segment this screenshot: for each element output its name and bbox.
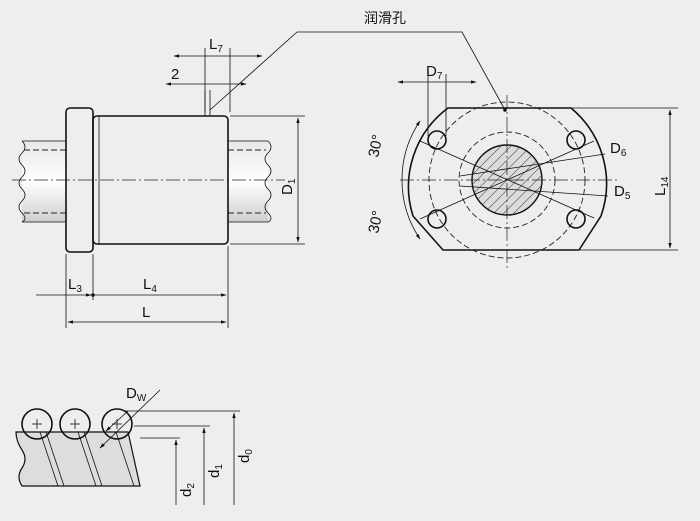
ball-3 <box>101 408 133 440</box>
label-l: L <box>142 304 150 321</box>
ball-1 <box>21 408 53 440</box>
label-d1-small: d1 <box>206 464 225 478</box>
front-flange-outline <box>407 107 608 251</box>
label-two: 2 <box>171 66 179 83</box>
bolt-hole-bottom-left <box>427 209 447 229</box>
label-d7: D7 <box>426 63 443 82</box>
label-l4: L4 <box>143 276 157 295</box>
front-view: D7 30° 30° D6 D5 L14 <box>365 63 678 268</box>
label-d2: d2 <box>178 483 197 497</box>
bolt-hole-top-left <box>427 130 447 150</box>
ball-detail: DW d2 d1 d0 <box>15 385 255 505</box>
label-lube-hole: 润滑孔 <box>364 10 406 27</box>
lube-hole-callout: 润滑孔 <box>209 10 507 112</box>
label-l7: L7 <box>209 36 223 55</box>
screw-shaft-right <box>228 140 272 223</box>
label-d5: D5 <box>614 183 631 202</box>
label-d6: D6 <box>610 140 627 159</box>
label-d1: D1 <box>279 178 298 195</box>
label-l3: L3 <box>68 276 82 295</box>
label-angle-bottom: 30° <box>365 209 386 235</box>
label-l14: L14 <box>652 176 671 196</box>
side-view: L7 2 D1 L3 L4 L <box>12 36 305 328</box>
label-dw: DW <box>126 385 147 404</box>
ball-2 <box>59 408 91 440</box>
detail-shaft <box>15 431 141 487</box>
label-d0: d0 <box>236 449 255 463</box>
label-angle-top: 30° <box>365 133 386 159</box>
screw-shaft-left <box>18 140 66 223</box>
